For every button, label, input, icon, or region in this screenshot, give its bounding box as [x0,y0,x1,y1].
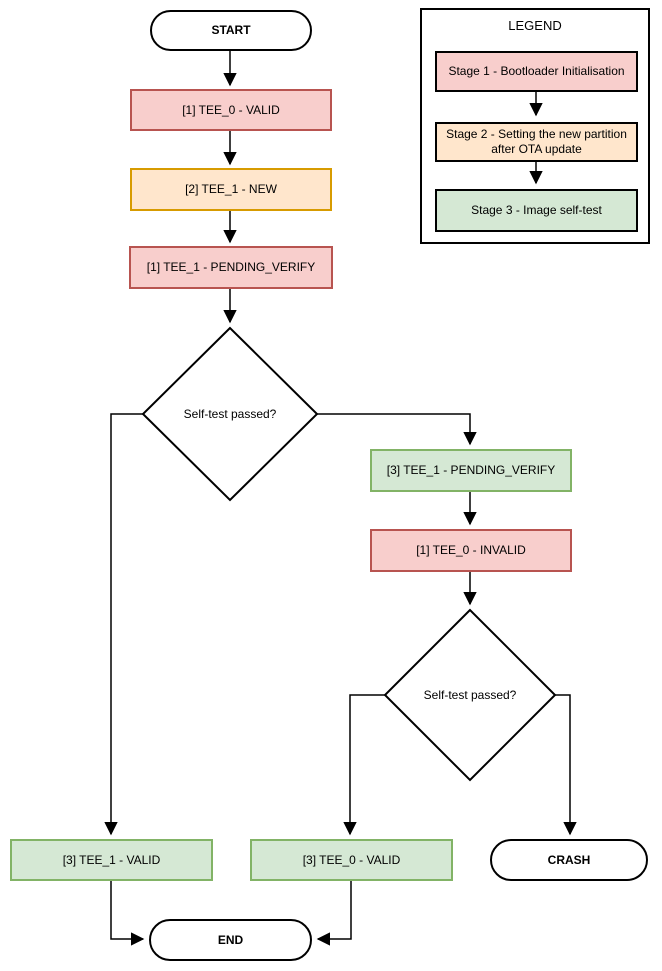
legend-item-stage1-label: Stage 1 - Bootloader Initialisation [448,64,625,78]
node-tee1-pending-stage3: [3] TEE_1 - PENDING_VERIFY [370,449,572,492]
arrow-decision1-fail-to-pending3 [317,413,477,446]
end-terminal: END [149,919,312,961]
legend-box: LEGEND Stage 1 - Bootloader Initialisati… [420,8,650,244]
node-tee1-pending-stage3-label: [3] TEE_1 - PENDING_VERIFY [386,463,556,477]
legend-item-stage2-label: Stage 2 - Setting the new partition afte… [446,127,627,156]
arrow-decision2-pass-to-tee0valid3 [343,694,385,836]
legend-item-stage1: Stage 1 - Bootloader Initialisation [435,51,638,92]
arrow-tee0valid3-to-end [316,881,352,946]
node-tee0-valid-stage3: [3] TEE_0 - VALID [250,839,453,881]
node-tee0-invalid-stage1-label: [1] TEE_0 - INVALID [416,543,526,557]
legend-item-stage3-label: Stage 3 - Image self-test [471,203,602,217]
node-tee0-valid-stage1: [1] TEE_0 - VALID [130,89,332,131]
node-tee0-valid-stage3-label: [3] TEE_0 - VALID [302,852,401,867]
node-tee1-pending-stage1-label: [1] TEE_1 - PENDING_VERIFY [146,260,316,274]
start-terminal: START [150,10,312,51]
arrow-decision2-fail-to-crash [555,694,577,836]
decision1-label: Self-test passed? [183,407,277,421]
node-tee0-invalid-stage1: [1] TEE_0 - INVALID [370,529,572,572]
node-tee0-valid-stage1-label: [1] TEE_0 - VALID [182,102,280,117]
decision2-label: Self-test passed? [423,688,517,702]
end-label: END [217,932,244,947]
arrow-decision1-pass-to-tee1valid [104,413,143,836]
legend-title: LEGEND [508,18,562,33]
crash-terminal: CRASH [490,839,648,881]
start-label: START [211,23,251,37]
node-tee1-new-stage2: [2] TEE_1 - NEW [130,168,332,211]
node-tee1-valid-stage3-label: [3] TEE_1 - VALID [62,852,161,867]
crash-label: CRASH [547,852,591,867]
node-tee1-new-stage2-label: [2] TEE_1 - NEW [185,182,277,196]
arrow-tee1valid-to-end [110,881,145,946]
legend-item-stage3: Stage 3 - Image self-test [435,189,638,232]
legend-item-stage2: Stage 2 - Setting the new partition afte… [435,122,638,162]
node-tee1-pending-stage1: [1] TEE_1 - PENDING_VERIFY [129,246,333,289]
node-tee1-valid-stage3: [3] TEE_1 - VALID [10,839,213,881]
